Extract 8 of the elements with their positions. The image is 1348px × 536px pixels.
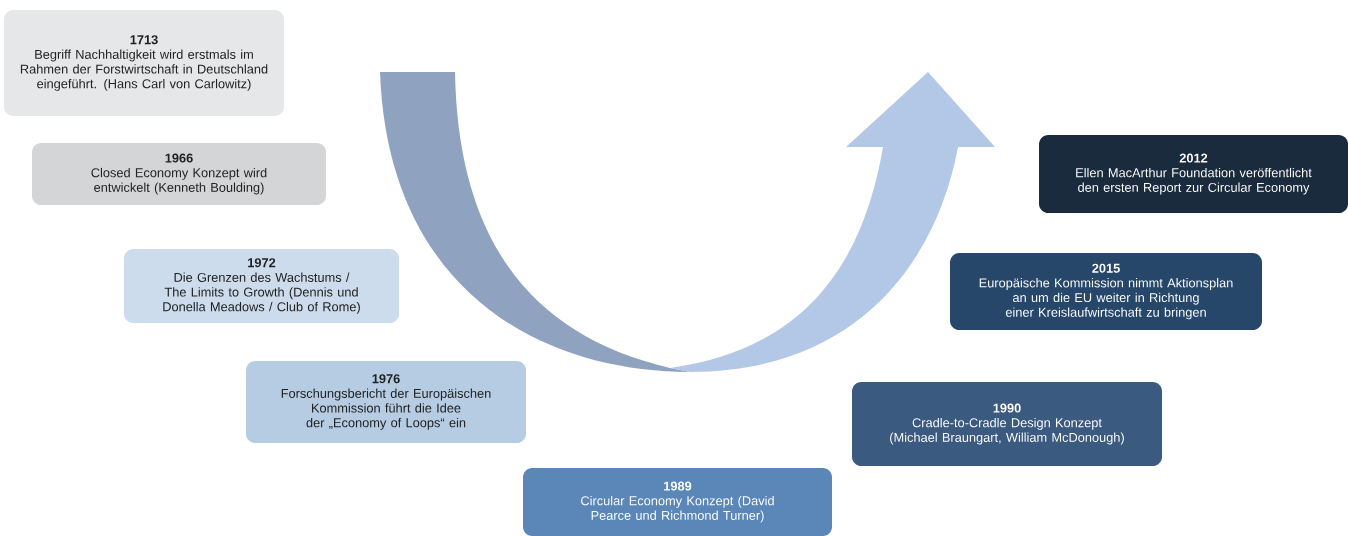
timeline-box: 2015 Europäische Kommission nimmt Aktionsplan an um die EU weiter in Richtung einer Kreislaufwirtschaft zu bringen bbox=[950, 253, 1262, 330]
timeline-box: 2012 Ellen MacArthur Foundation veröffentlicht den ersten Report zur Circular Economy bbox=[1039, 135, 1348, 213]
timeline-box: 1989 Circular Economy Konzept (David Pearce und Richmond Turner) bbox=[523, 468, 832, 536]
timeline-box: 1713 Begriff Nachhaltigkeit wird erstmals im Rahmen der Forstwirtschaft in Deutschland eingeführt. (Hans Carl von Carlowitz) bbox=[4, 10, 284, 116]
timeline-box: 1976 Forschungsbericht der Europäischen Kommission führt die Idee der „Economy of Loops“ ein bbox=[246, 361, 526, 443]
timeline-box: 1966 Closed Economy Konzept wird entwickelt (Kenneth Boulding) bbox=[32, 143, 326, 205]
timeline-box: 1990 Cradle-to-Cradle Design Konzept (Michael Braungart, William McDonough) bbox=[852, 382, 1162, 466]
timeline-box: 1972 Die Grenzen des Wachstums / The Limits to Growth (Dennis und Donella Meadows / Club of Rome) bbox=[124, 249, 399, 323]
